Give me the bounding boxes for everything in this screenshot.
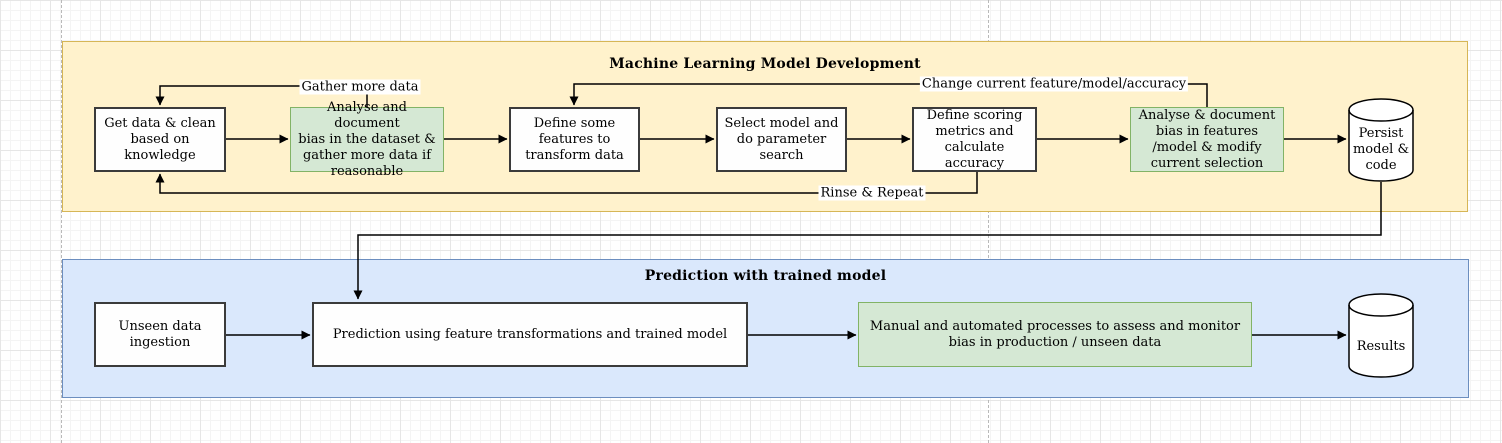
edge-label-gather-more-data[interactable]: Gather more data <box>299 79 421 95</box>
node-prediction[interactable]: Prediction using feature transformations… <box>312 302 748 367</box>
node-define-scoring[interactable]: Define scoring metrics and calculate acc… <box>912 107 1037 172</box>
node-unseen-data[interactable]: Unseen data ingestion <box>94 302 226 367</box>
node-analyse-dataset-bias[interactable]: Analyse and document bias in the dataset… <box>290 100 444 179</box>
edge-label-rinse-repeat[interactable]: Rinse & Repeat <box>818 185 926 201</box>
page-boundary-line <box>61 0 62 443</box>
prediction-title: Prediction with trained model <box>644 268 887 284</box>
node-persist-model-cylinder[interactable]: Persist model & code <box>1348 98 1414 182</box>
node-get-data[interactable]: Get data & clean based on knowledge <box>94 107 226 172</box>
node-results-cylinder[interactable]: Results <box>1348 293 1414 378</box>
node-analyse-feature-bias[interactable]: Analyse & document bias in features /mod… <box>1130 107 1284 172</box>
container-prediction[interactable]: Prediction with trained model <box>62 259 1469 398</box>
node-select-model[interactable]: Select model and do parameter search <box>716 107 847 172</box>
node-define-features[interactable]: Define some features to transform data <box>509 107 640 172</box>
cylinder-shape-icon <box>1348 98 1414 182</box>
persist-label: Persist model & code <box>1352 126 1410 173</box>
edge-label-change-current[interactable]: Change current feature/model/accuracy <box>919 76 1189 92</box>
ml-development-title: Machine Learning Model Development <box>609 56 921 72</box>
results-label: Results <box>1356 338 1406 354</box>
node-monitor-bias[interactable]: Manual and automated processes to assess… <box>858 302 1252 367</box>
